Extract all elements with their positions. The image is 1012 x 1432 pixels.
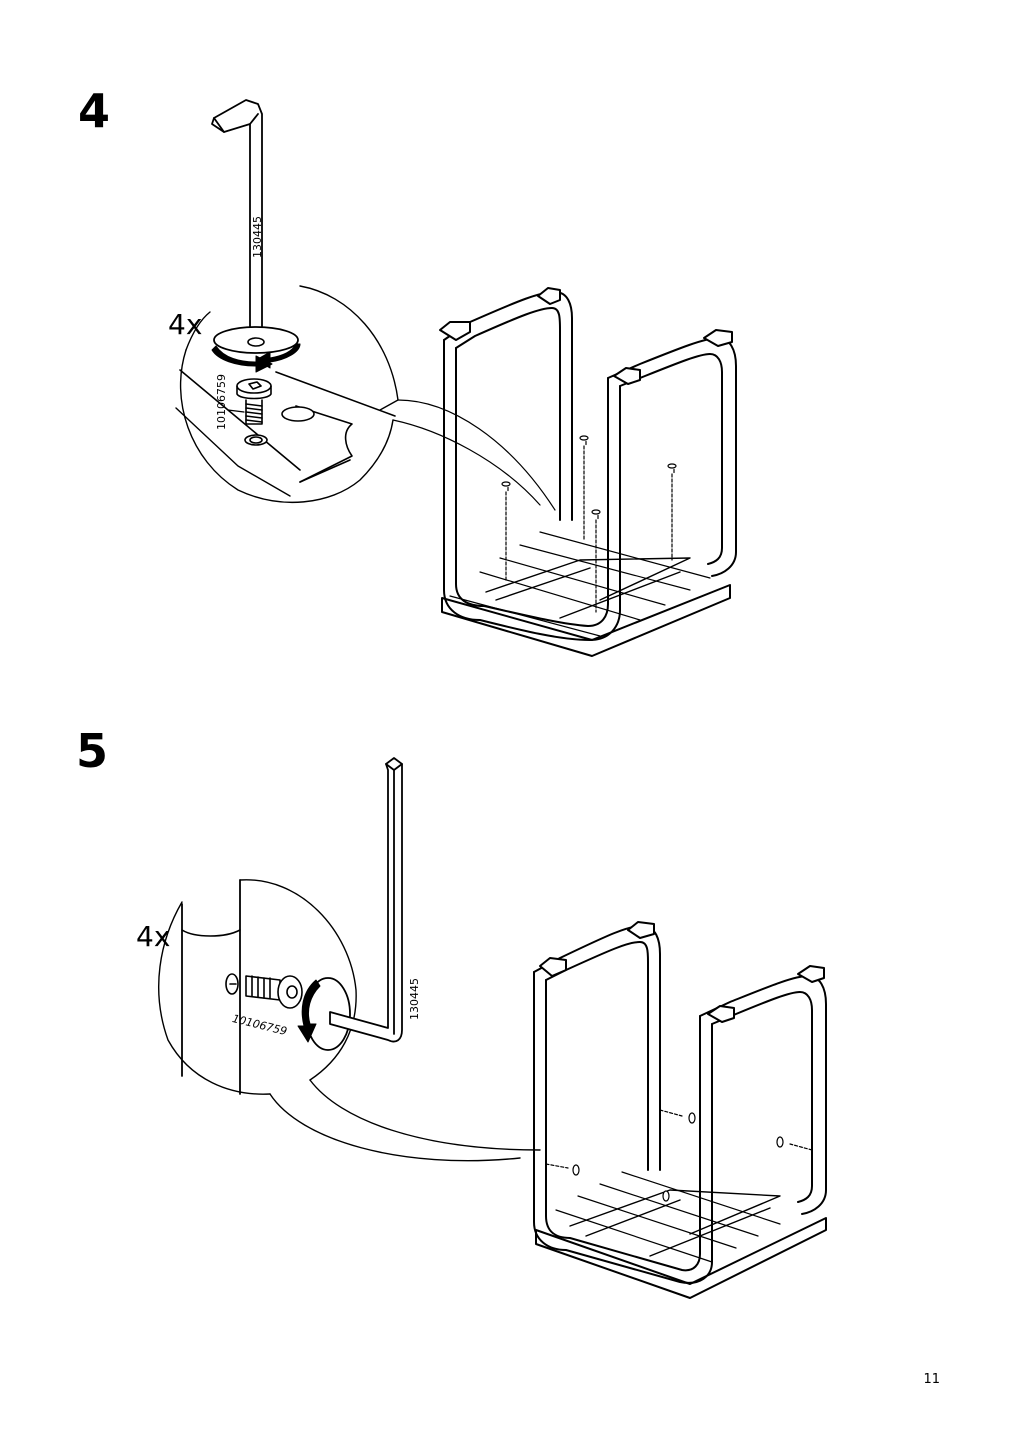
allen-key-icon: [329, 757, 403, 1043]
step-4-number: 4: [78, 84, 111, 138]
step-5-number: 5: [76, 724, 109, 778]
tighten-arrow-icon: [211, 326, 301, 373]
bolt-icon: [227, 378, 272, 425]
leg-detail: [181, 879, 241, 1095]
step-4-quantity: 4x: [168, 308, 203, 341]
page-number: 11: [923, 1372, 940, 1387]
step-5-tool-part: 130445: [408, 978, 421, 1020]
screw-markers: [545, 1109, 813, 1202]
board-detail: [175, 369, 396, 497]
stool-frame: [533, 921, 827, 1299]
bolt-icon: [225, 973, 303, 1009]
screw-markers: [501, 435, 677, 613]
detail-circle: [158, 879, 541, 1162]
stool-frame: [439, 287, 737, 657]
tighten-arrow-icon: [297, 977, 351, 1051]
step-5-quantity: 4x: [136, 920, 171, 953]
